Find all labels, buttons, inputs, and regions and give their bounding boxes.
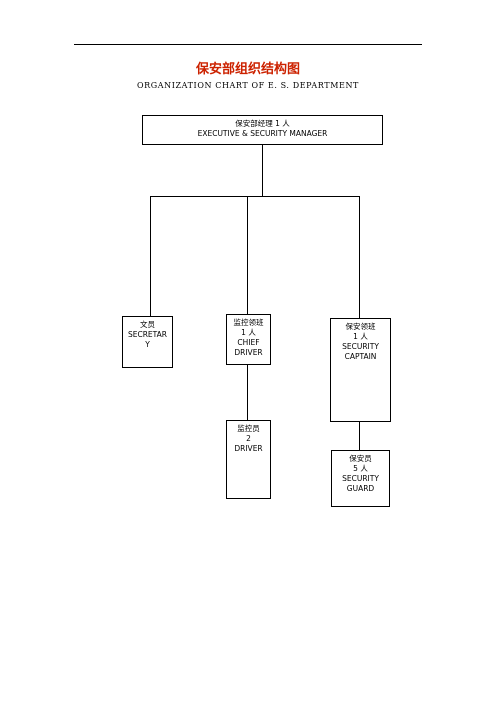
org-box-security-captain: 保安领班 1 人 SECURITY CAPTAIN [330,318,391,422]
chief-driver-title-cn: 监控领班 [233,318,264,327]
chief-driver-title-en-2: DRIVER [234,348,263,357]
manager-title-cn: 保安部经理 1 人 [235,119,290,128]
connector-top-trunk [262,145,263,197]
security-guard-title-cn: 保安员 [349,454,372,463]
org-box-chief-driver: 监控领班 1 人 CHIEF DRIVER [226,314,271,365]
header-rule [74,44,422,45]
connector-driver [247,365,248,420]
chief-driver-count: 1 人 [241,328,256,337]
driver-count: 2 [246,434,251,443]
connector-secretary [150,196,151,316]
security-captain-count: 1 人 [353,332,368,341]
page-title: 保安部组织结构图 [195,62,300,77]
org-box-manager: 保安部经理 1 人 EXECUTIVE & SECURITY MANAGER [142,115,383,145]
page-subtitle: ORGANIZATION CHART OF E. S. DEPARTMENT [137,81,359,90]
driver-title-cn: 监控员 [237,424,260,433]
secretary-title-en-2: Y [145,340,150,349]
security-guard-title-en-1: SECURITY [342,474,379,483]
security-captain-title-cn: 保安领班 [345,322,376,331]
secretary-title-cn: 文员 [140,320,155,329]
chief-driver-title-en-1: CHIEF [237,338,260,347]
connector-branch-bar [150,196,360,197]
connector-security-captain [359,196,360,318]
org-box-secretary: 文员 SECRETAR Y [122,316,173,368]
connector-security-guard [359,422,360,450]
org-box-driver: 监控员 2 DRIVER [226,420,271,499]
driver-title-en: DRIVER [234,444,263,453]
connector-chief-driver [247,196,248,314]
security-guard-title-en-2: GUARD [346,484,375,493]
manager-title-en: EXECUTIVE & SECURITY MANAGER [197,129,328,138]
security-guard-count: 5 人 [353,464,368,473]
secretary-title-en-1: SECRETAR [127,330,168,339]
org-box-security-guard: 保安员 5 人 SECURITY GUARD [331,450,390,507]
security-captain-title-en-1: SECURITY [342,342,379,351]
security-captain-title-en-2: CAPTAIN [344,352,377,361]
